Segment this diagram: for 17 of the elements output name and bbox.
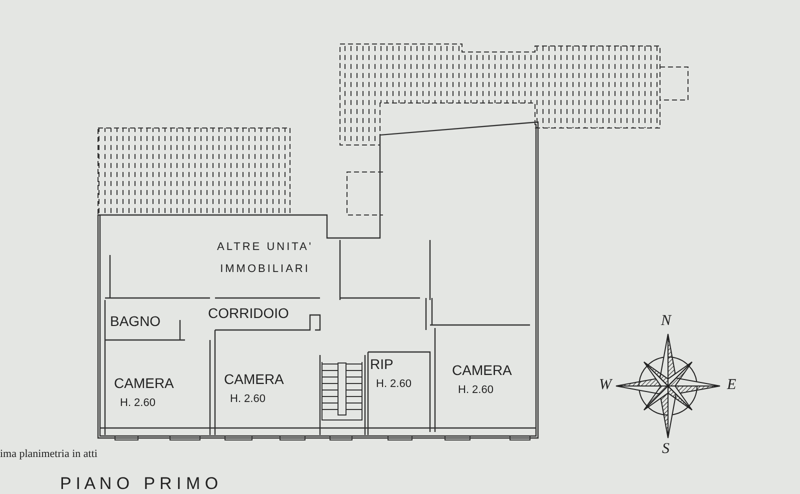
compass-letter: E — [727, 377, 736, 394]
compass-letter: N — [661, 313, 672, 330]
room-name: BAGNO — [110, 312, 162, 330]
room-name: CAMERA — [452, 361, 513, 379]
ceiling-height: H. 2.60 — [457, 383, 494, 397]
compass-letter: W — [599, 377, 612, 394]
floor-title: P I A N O P R I M O — [60, 474, 218, 494]
room-name: CORRIDOIO — [208, 304, 290, 322]
room-name: CAMERA — [114, 374, 175, 392]
room-name: RIP — [370, 355, 394, 373]
room-name: CAMERA — [224, 370, 285, 388]
note-text: ima planimetria in atti — [0, 448, 98, 460]
room-name: ALTRE UNITA' IMMOBILIARI — [216, 240, 314, 277]
ceiling-height: H. 2.60 — [119, 396, 156, 410]
ceiling-height: H. 2.60 — [375, 377, 412, 391]
ceiling-height: H. 2.60 — [229, 392, 266, 406]
compass-letter: S — [662, 441, 670, 458]
